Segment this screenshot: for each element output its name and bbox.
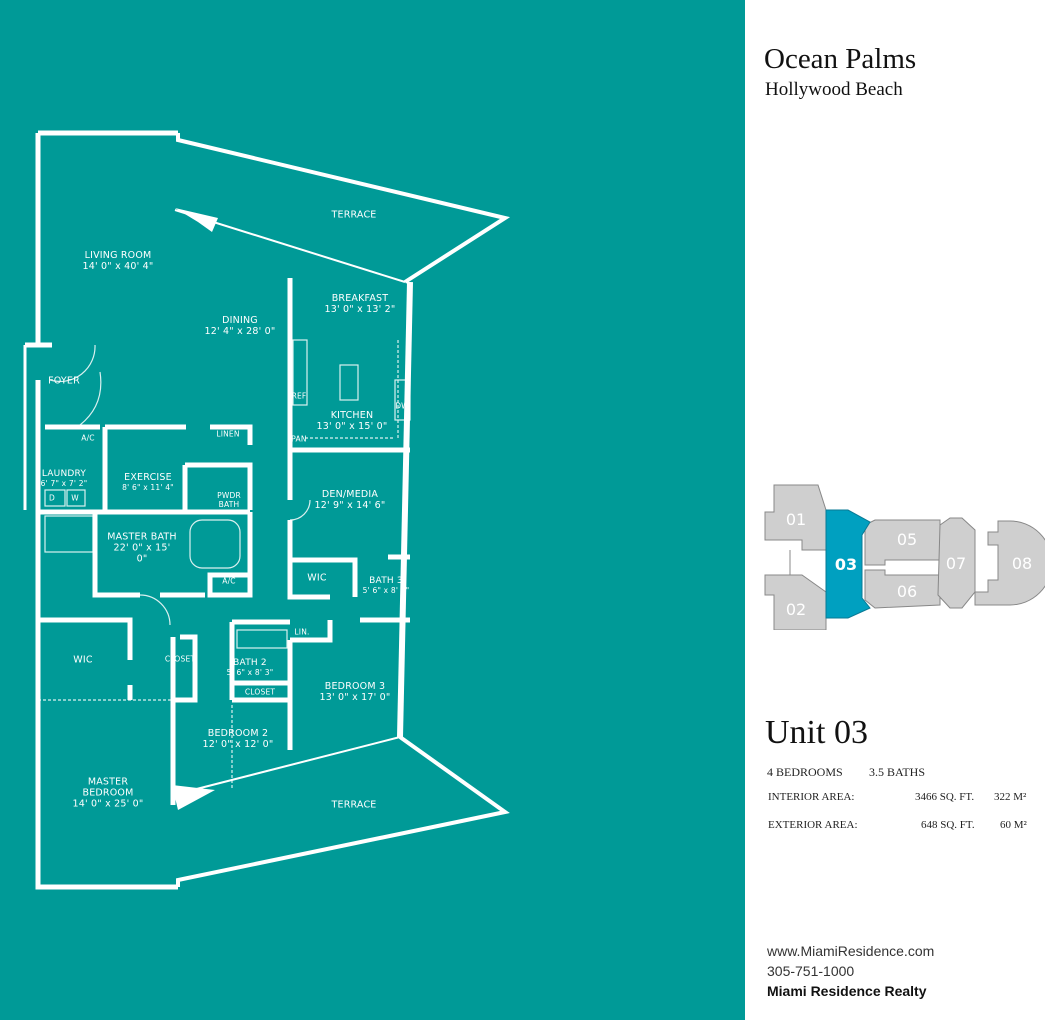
unit-05-shape	[864, 519, 941, 566]
label-ref: REF	[291, 391, 307, 401]
label-washer: W	[71, 493, 79, 503]
unit-03-selected-shape	[825, 509, 871, 619]
unit-title: Unit 03	[765, 714, 868, 751]
label-dryer: D	[49, 493, 55, 503]
unit-06-label: 06	[897, 582, 917, 601]
interior-area-label: INTERIOR AREA:	[768, 791, 855, 803]
glass-line	[172, 736, 401, 796]
label-ac-2: A/C	[222, 576, 236, 586]
unit-02-shape	[764, 574, 827, 630]
unit-01-shape	[764, 484, 827, 551]
label-pan: PAN	[291, 434, 307, 444]
unit-03-label: 03	[835, 555, 857, 574]
room-label-terrace-top: TERRACE	[331, 209, 377, 221]
room-label-wic-master: WIC	[73, 654, 93, 666]
room-label-foyer: FOYER	[48, 375, 80, 387]
room-label-terrace-bottom: TERRACE	[331, 799, 377, 811]
wall-exterior	[35, 510, 178, 890]
unit-08-shape	[974, 520, 1045, 606]
label-linen: LINEN	[216, 429, 240, 439]
terrace-rail	[176, 133, 511, 284]
column	[175, 208, 218, 232]
unit-01-label: 01	[786, 510, 806, 529]
label-lin: LIN.	[294, 627, 310, 637]
website-link[interactable]: www.MiamiResidence.com	[767, 943, 935, 959]
floor-plan-drawing	[0, 0, 745, 1020]
building-location: Hollywood Beach	[765, 79, 903, 100]
column	[172, 785, 215, 810]
exterior-area-sqft: 648 SQ. FT.	[921, 819, 975, 831]
phone-number: 305-751-1000	[767, 963, 855, 979]
unit-05-label: 05	[897, 530, 917, 549]
terrace-rail	[176, 735, 510, 887]
interior-walls	[25, 278, 410, 750]
exterior-area-label: EXTERIOR AREA:	[768, 819, 858, 831]
unit-07-label: 07	[946, 554, 966, 573]
unit-02-label: 02	[786, 600, 806, 619]
interior-area-sqft: 3466 SQ. FT.	[915, 791, 975, 803]
label-closet-2: CLOSET	[244, 687, 276, 697]
wall-exterior	[397, 281, 413, 738]
label-dw: DW	[395, 401, 409, 411]
key-plate: 01 02 03 05 06 07 08	[764, 484, 1045, 630]
exterior-area-m2: 60 M²	[1000, 819, 1027, 831]
unit-08-label: 08	[1012, 554, 1032, 573]
fixtures	[38, 339, 411, 790]
building-title: Ocean Palms	[764, 43, 917, 75]
bedrooms: 4 BEDROOMS	[767, 765, 843, 779]
company-name: Miami Residence Realty	[767, 983, 927, 999]
room-label-wic-den: WIC	[307, 572, 327, 584]
label-ac-1: A/C	[81, 433, 95, 443]
label-closet-1: CLOSET	[164, 654, 196, 664]
interior-area-m2: 322 M²	[994, 791, 1027, 803]
baths: 3.5 BATHS	[869, 765, 926, 779]
